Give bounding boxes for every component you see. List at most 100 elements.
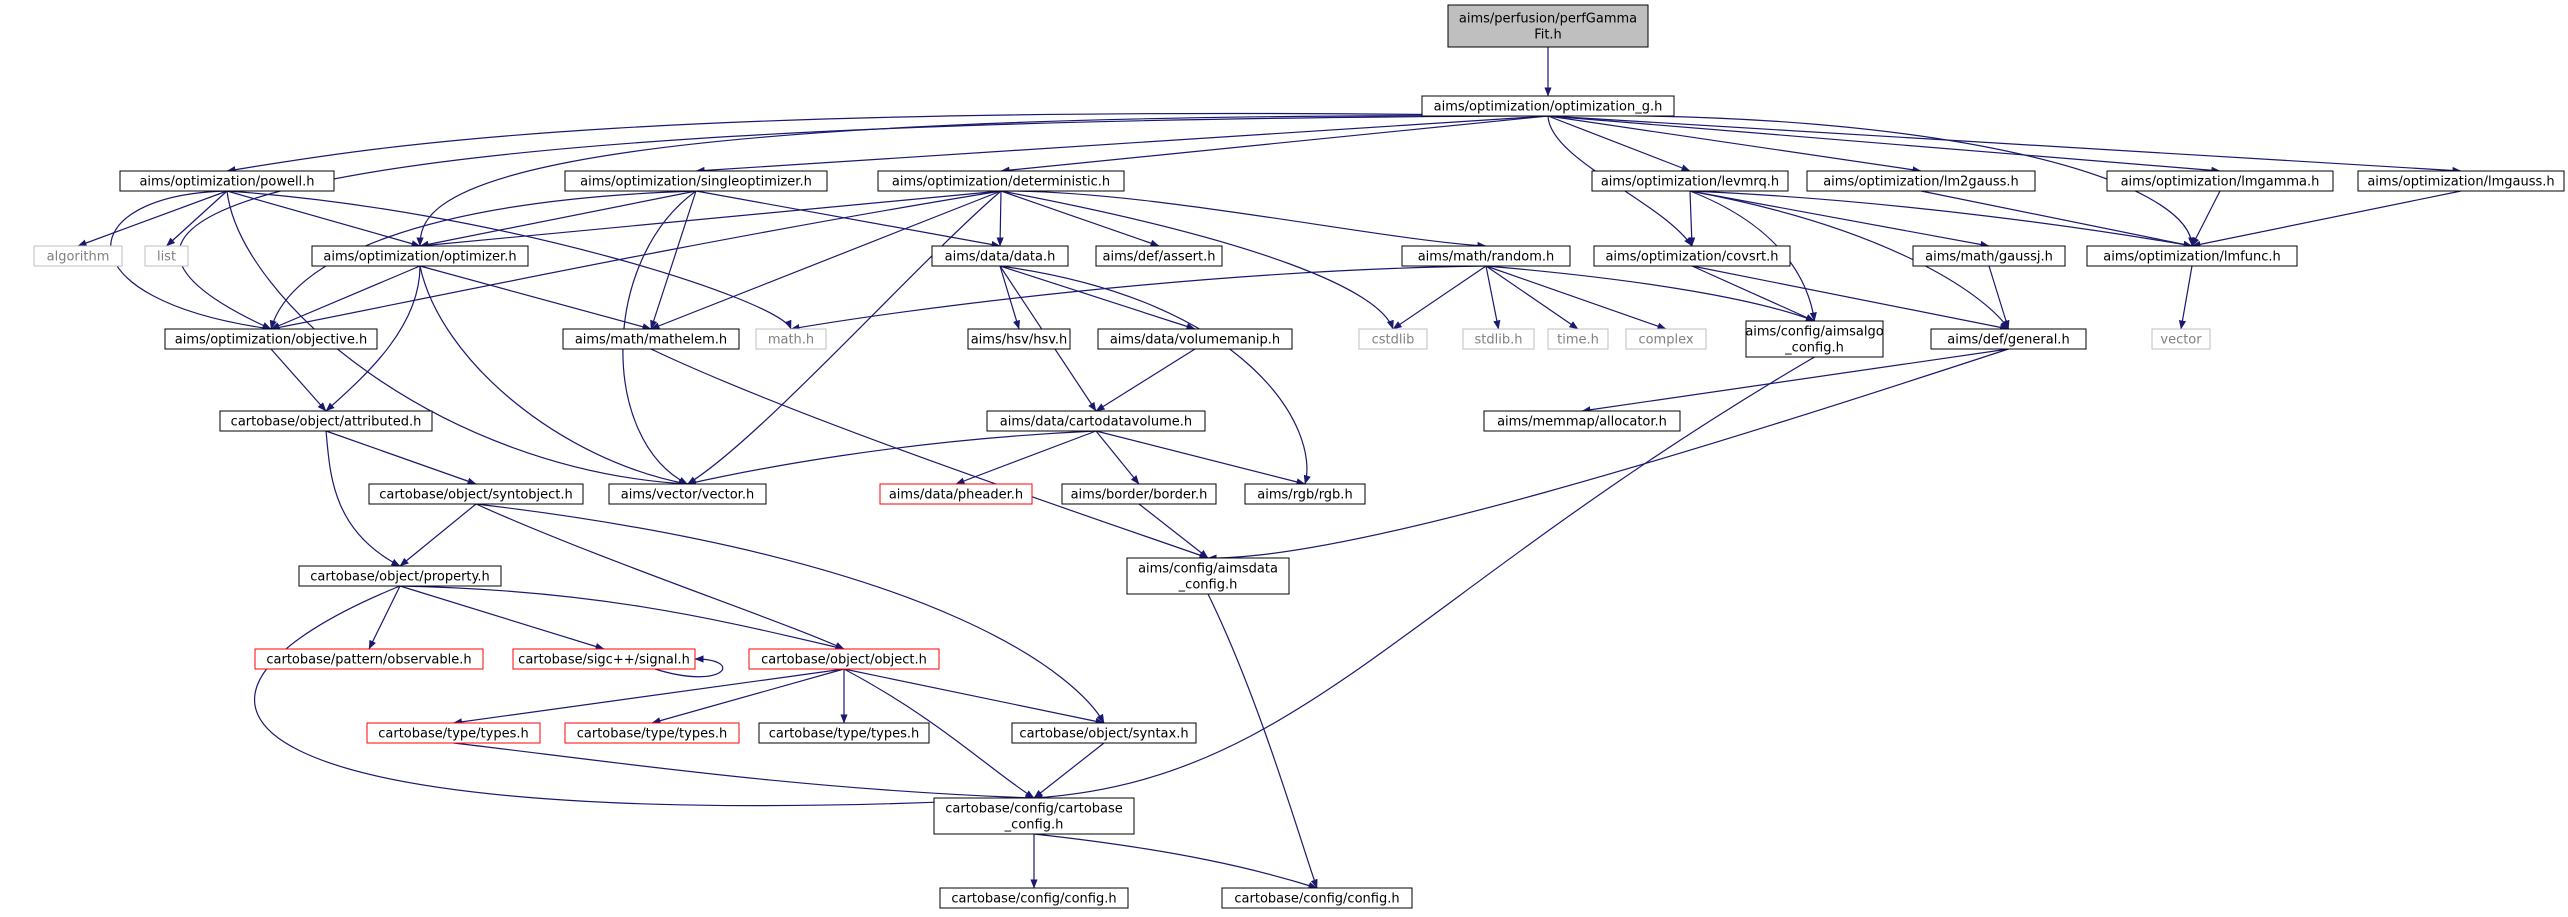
node-box bbox=[368, 483, 584, 505]
edge-mathelem-to-aimsdata bbox=[650, 348, 1209, 559]
node-label: aims/optimization/levmrq.h bbox=[1601, 175, 1779, 190]
node-mathelem[interactable]: aims/math/mathelem.h bbox=[562, 328, 740, 350]
node-types3[interactable]: cartobase/type/types.h bbox=[758, 722, 930, 744]
node-assert[interactable]: aims/def/assert.h bbox=[1095, 245, 1223, 267]
edge-border-to-aimsdata bbox=[1138, 503, 1209, 559]
edge-optg-to-single bbox=[695, 115, 1549, 175]
node-volmanip[interactable]: aims/data/volumemanip.h bbox=[1097, 328, 1293, 350]
edge-syntobject-to-property bbox=[399, 503, 477, 567]
node-label: math.h bbox=[768, 333, 814, 348]
edge-optg-to-lmgamma bbox=[1547, 115, 2221, 174]
node-label: cartobase/object/syntax.h bbox=[1019, 727, 1188, 742]
node-optimizer[interactable]: aims/optimization/optimizer.h bbox=[311, 245, 529, 267]
node-cartodata[interactable]: aims/data/cartodatavolume.h bbox=[986, 410, 1206, 432]
node-border[interactable]: aims/border/border.h bbox=[1061, 483, 1217, 505]
node-allocator[interactable]: aims/memmap/allocator.h bbox=[1483, 410, 1681, 432]
node-syntax[interactable]: cartobase/object/syntax.h bbox=[1011, 722, 1197, 744]
node-label: aims/rgb/rgb.h bbox=[1257, 488, 1352, 503]
node-types1[interactable]: cartobase/type/types.h bbox=[366, 722, 541, 744]
edge-determ-to-vectorh bbox=[687, 190, 1002, 485]
edge-powell-to-algorithm bbox=[77, 190, 228, 247]
node-determ[interactable]: aims/optimization/deterministic.h bbox=[877, 170, 1125, 192]
node-label: aims/optimization/deterministic.h bbox=[892, 175, 1110, 190]
node-label: aims/math/gaussj.h bbox=[1925, 250, 2053, 265]
edge-determ-to-assert bbox=[1000, 190, 1160, 247]
node-general[interactable]: aims/def/general.h bbox=[1930, 328, 2087, 350]
node-label: aims/math/random.h bbox=[1418, 250, 1555, 265]
node-box bbox=[1421, 95, 1675, 117]
node-label: aims/data/volumemanip.h bbox=[1110, 333, 1280, 348]
node-hsv[interactable]: aims/hsv/hsv.h bbox=[967, 328, 1071, 350]
node-config1[interactable]: cartobase/config/config.h bbox=[939, 887, 1129, 909]
node-aimsalgo[interactable]: aims/config/aimsalgo_config.h bbox=[1745, 320, 1884, 358]
node-label: cartobase/config/config.h bbox=[1234, 892, 1399, 907]
edge-property-to-cbconfig bbox=[254, 585, 1035, 807]
node-config2[interactable]: cartobase/config/config.h bbox=[1221, 887, 1413, 909]
edge-single-to-objective bbox=[269, 190, 697, 330]
edge-random-to-complex bbox=[1485, 265, 1667, 330]
node-label: aims/config/aimsalgo bbox=[1745, 325, 1883, 340]
node-box bbox=[933, 797, 1135, 835]
edge-optimizer-to-vectorh bbox=[419, 265, 688, 486]
node-single[interactable]: aims/optimization/singleoptimizer.h bbox=[564, 170, 828, 192]
node-label: vector bbox=[2160, 333, 2202, 348]
node-label: aims/math/mathelem.h bbox=[575, 333, 727, 348]
edge-levmrq-to-gaussj bbox=[1689, 190, 1990, 248]
node-label: _config.h bbox=[1178, 578, 1238, 593]
node-observable[interactable]: cartobase/pattern/observable.h bbox=[254, 648, 484, 670]
edge-determ-to-objective bbox=[270, 190, 1002, 331]
node-stdlib: stdlib.h bbox=[1462, 328, 1535, 350]
node-gaussj[interactable]: aims/math/gaussj.h bbox=[1912, 245, 2066, 267]
node-box bbox=[298, 565, 502, 587]
edge-optg-to-determ bbox=[1000, 115, 1549, 174]
node-aimsdata[interactable]: aims/config/aimsdata_config.h bbox=[1126, 557, 1290, 595]
node-vectorh[interactable]: aims/vector/vector.h bbox=[608, 483, 767, 505]
node-covsrt[interactable]: aims/optimization/covsrt.h bbox=[1593, 245, 1791, 267]
node-cbconfig[interactable]: cartobase/config/cartobase_config.h bbox=[933, 797, 1135, 835]
node-types2[interactable]: cartobase/type/types.h bbox=[564, 722, 740, 744]
node-lmfunc[interactable]: aims/optimization/lmfunc.h bbox=[2086, 245, 2298, 267]
node-syntobject[interactable]: cartobase/object/syntobject.h bbox=[368, 483, 584, 505]
edge-random-to-mathh bbox=[790, 265, 1487, 332]
node-label: aims/data/data.h bbox=[945, 250, 1056, 265]
node-pheader[interactable]: aims/data/pheader.h bbox=[879, 483, 1033, 505]
edge-covsrt-to-general bbox=[1691, 265, 2009, 331]
edge-attributed-to-property bbox=[325, 430, 401, 567]
node-label: aims/vector/vector.h bbox=[621, 488, 754, 503]
edge-aimsalgo-to-cbconfig bbox=[1033, 356, 1815, 802]
node-lm2gauss[interactable]: aims/optimization/lm2gauss.h bbox=[1806, 170, 2036, 192]
edge-signal-to-signal bbox=[654, 655, 724, 678]
node-box bbox=[562, 328, 740, 350]
edge-property-to-signal bbox=[399, 585, 605, 650]
node-lmgauss[interactable]: aims/optimization/lmgauss.h bbox=[2357, 170, 2565, 192]
edge-optimizer-to-mathelem bbox=[419, 265, 652, 331]
node-levmrq[interactable]: aims/optimization/levmrq.h bbox=[1591, 170, 1789, 192]
node-lmgamma[interactable]: aims/optimization/lmgamma.h bbox=[2106, 170, 2334, 192]
node-attributed[interactable]: cartobase/object/attributed.h bbox=[219, 410, 433, 432]
node-objective[interactable]: aims/optimization/objective.h bbox=[164, 328, 378, 350]
node-datah[interactable]: aims/data/data.h bbox=[931, 245, 1069, 267]
node-timeh: time.h bbox=[1547, 328, 1609, 350]
node-box bbox=[144, 245, 189, 267]
node-box bbox=[1547, 328, 1609, 350]
node-rgb[interactable]: aims/rgb/rgb.h bbox=[1244, 483, 1366, 505]
node-label: aims/optimization/powell.h bbox=[139, 175, 314, 190]
edge-datah-to-rgb bbox=[999, 265, 1311, 485]
node-box bbox=[1462, 328, 1535, 350]
node-random[interactable]: aims/math/random.h bbox=[1401, 245, 1571, 267]
node-box bbox=[1126, 557, 1290, 595]
edge-optg-to-lm2gauss bbox=[1547, 115, 1922, 174]
node-signal[interactable]: cartobase/sigc++/signal.h bbox=[512, 648, 696, 670]
edge-object-to-cbconfig bbox=[843, 668, 1035, 799]
node-object[interactable]: cartobase/object/object.h bbox=[748, 648, 940, 670]
node-box bbox=[1912, 245, 2066, 267]
edge-optimizer-to-objective bbox=[270, 265, 421, 330]
node-box bbox=[366, 722, 541, 744]
node-property[interactable]: cartobase/object/property.h bbox=[298, 565, 502, 587]
node-optg[interactable]: aims/optimization/optimization_g.h bbox=[1421, 95, 1675, 117]
edge-determ-to-mathelem bbox=[650, 190, 1002, 330]
edge-volmanip-to-cartodata bbox=[1095, 348, 1196, 412]
node-powell[interactable]: aims/optimization/powell.h bbox=[119, 170, 335, 192]
edge-property-to-object bbox=[399, 585, 845, 651]
